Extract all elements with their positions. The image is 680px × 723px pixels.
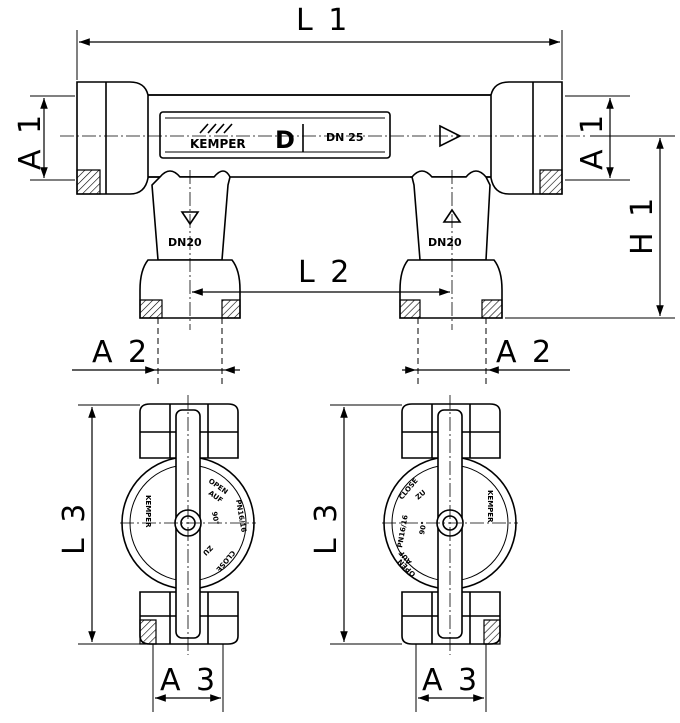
label-a2-left: A 2 [92,335,150,370]
dimension-a3-right: A 3 [415,644,487,712]
kemper-logo-icon [199,123,233,134]
right-valve: KEMPER CLOSE ZU PN16/16 90° AUF OPEN [382,395,518,655]
label-l3-right: L 3 [309,501,344,555]
label-a1-right: A 1 [575,112,610,170]
dimension-a2-left: A 2 [72,318,240,385]
label-h1: H 1 [625,195,660,255]
dimension-a1-right: A 1 [565,95,630,181]
left-outlet: DN20 [139,170,241,330]
manifold-letter: D [275,126,295,154]
dimension-l3-right: L 3 [309,404,402,645]
dimension-a1-left: A 1 [13,95,75,181]
label-l1: L 1 [296,3,350,38]
label-a1-left: A 1 [13,112,48,170]
label-a3-right: A 3 [422,663,480,698]
manifold-size: DN 25 [326,131,363,144]
left-dial-angle: 90° [210,511,220,525]
dimension-a2-right: A 2 [402,318,570,385]
right-dial-angle: 90° [418,521,428,535]
dimension-l2: L 2 [192,255,450,296]
manifold-body [76,81,563,195]
left-outlet-size: DN20 [168,236,202,249]
left-valve: KEMPER OPEN AUF 90° PN16/16 ZU CLOSE [120,395,256,655]
dimension-l3-left: L 3 [57,404,140,645]
dimension-h1: H 1 [505,135,675,319]
right-outlet-size: DN20 [428,236,462,249]
label-a3-left: A 3 [160,663,218,698]
left-dial-brand: KEMPER [144,495,152,528]
dimension-l1: L 1 [76,3,563,80]
label-l3-left: L 3 [57,501,92,555]
right-outlet: DN20 [399,170,503,330]
label-a2-right: A 2 [496,335,554,370]
dimension-a3-left: A 3 [152,644,224,712]
manifold-brand: KEMPER [190,137,246,151]
right-dial-brand: KEMPER [486,490,494,523]
manifold-markings: KEMPER D DN 25 [190,123,363,154]
down-arrow-icon [180,211,200,226]
label-l2: L 2 [298,255,352,290]
